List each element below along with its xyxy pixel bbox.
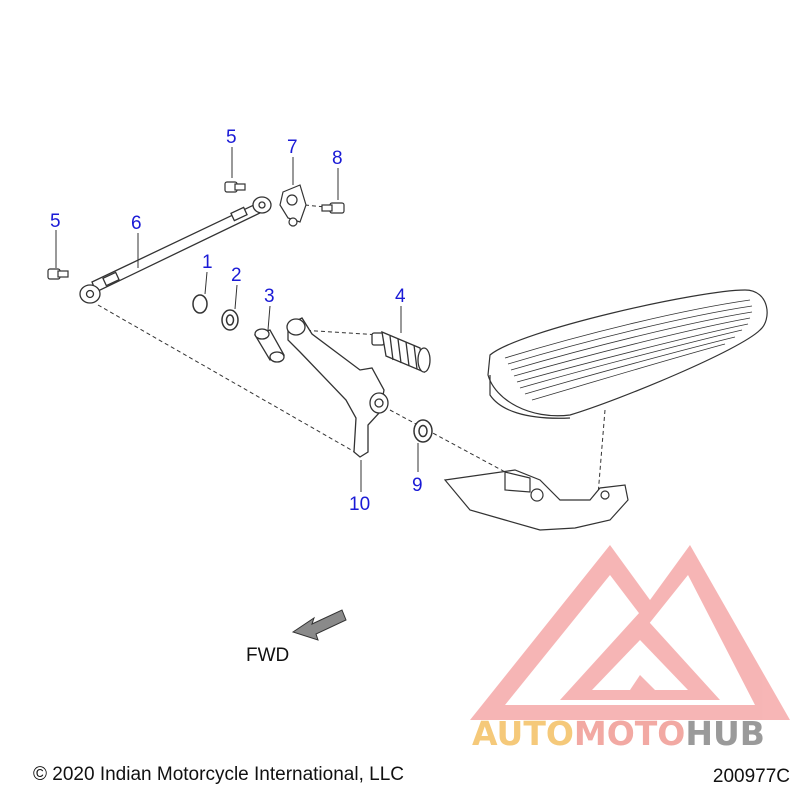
callout-5-left: 5	[50, 211, 61, 232]
fwd-label: FWD	[246, 645, 289, 666]
washer-lower	[413, 419, 433, 443]
watermark-part-hub: HUB	[685, 714, 765, 753]
callout-10: 10	[349, 494, 370, 515]
shift-lever	[286, 317, 389, 458]
callout-3: 3	[264, 286, 275, 307]
floorboard	[487, 289, 768, 419]
shift-rod	[79, 196, 272, 304]
callout-numbers: 1 2 3 4 5 5 6 7 8 9 10	[50, 127, 423, 515]
washer-upper	[221, 309, 239, 331]
callout-5-top: 5	[226, 127, 237, 148]
callout-9: 9	[412, 475, 423, 496]
watermark-brand: AUTOMOTOHUB	[472, 714, 765, 753]
callout-4: 4	[395, 286, 406, 307]
callout-1: 1	[202, 252, 213, 273]
callout-7: 7	[287, 137, 298, 158]
bushing	[254, 328, 285, 363]
callout-8: 8	[332, 148, 343, 169]
retaining-ring	[192, 294, 208, 314]
rod-end-clamp	[279, 184, 307, 227]
watermark-logo	[470, 545, 790, 720]
callout-2: 2	[231, 265, 242, 286]
clamp-screw	[321, 202, 345, 214]
bolt-left	[47, 268, 69, 280]
callout-leaders	[55, 147, 419, 492]
floorboard-bracket	[443, 469, 629, 531]
assembly-lines	[97, 204, 606, 496]
document-number: 200977C	[712, 766, 790, 787]
watermark-part-moto: MOTO	[573, 714, 686, 753]
copyright-text: © 2020 Indian Motorcycle International, …	[33, 764, 404, 785]
shift-peg	[371, 330, 431, 374]
watermark-part-auto: AUTO	[472, 714, 574, 753]
callout-6: 6	[131, 213, 142, 234]
bolt-top	[224, 181, 246, 193]
forward-arrow-icon	[291, 609, 347, 641]
